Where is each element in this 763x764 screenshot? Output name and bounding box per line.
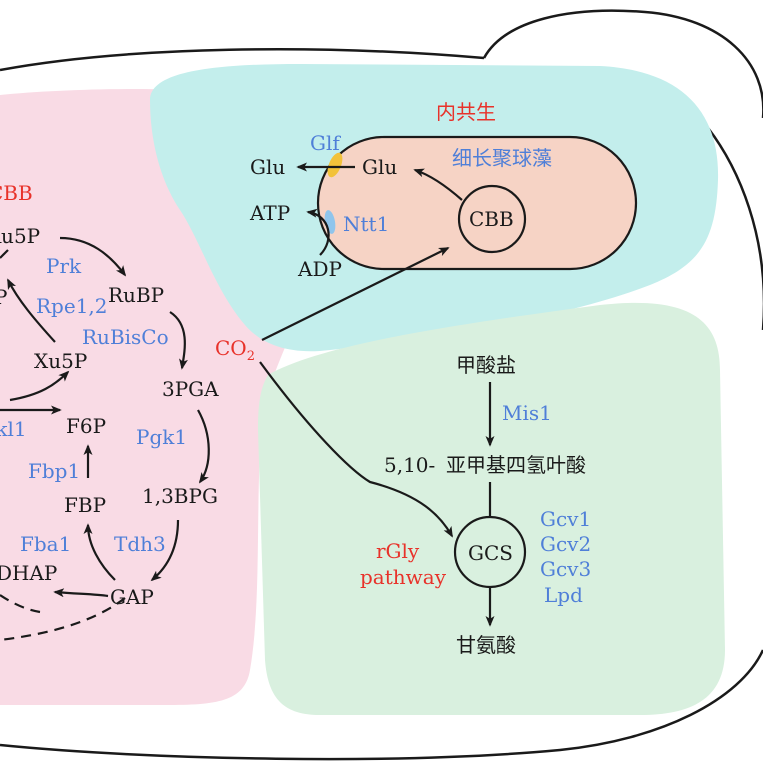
rubp-label: RuBP: [108, 283, 164, 307]
arrow-co2-gcs: [259, 361, 453, 538]
formate-label: 甲酸盐: [456, 353, 516, 377]
glu-outer-label: Glu: [250, 155, 285, 179]
pgk-label: Pgk1: [136, 425, 187, 449]
endosymbiont-cbb-label: CBB: [469, 207, 514, 231]
rubisco-label: RuBisCo: [82, 325, 169, 349]
synechococcus-label: 细长聚球藻: [452, 146, 552, 170]
atp-label: ATP: [249, 201, 290, 225]
tkl-label: Tkl1: [0, 417, 27, 441]
cbb-title: CBB: [0, 181, 33, 205]
f6p-label: F6P: [66, 414, 106, 438]
fbp-label: FBP: [64, 493, 106, 517]
co2-label: CO2: [215, 336, 255, 364]
synechococcus-cell: [316, 135, 638, 271]
dashed-gap-out: [0, 597, 126, 642]
rgly-pathway-line1: rGly: [376, 539, 420, 563]
gap-label: GAP: [110, 585, 154, 609]
ru5p-label: Ru5P: [0, 224, 40, 248]
prk-label: Prk: [46, 254, 82, 278]
lpd-label: Lpd: [544, 583, 583, 607]
adp-label: ADP: [297, 257, 342, 281]
xu5p-label: Xu5P: [34, 349, 87, 373]
arrow-to-xu5p: [9, 370, 70, 402]
dhap-label: DHAP: [0, 561, 57, 585]
rpe-label: Rpe1,2: [36, 294, 108, 318]
mthf-label: 亚甲基四氢叶酸: [446, 453, 586, 477]
arrow-gap-dhap: [53, 588, 109, 598]
mthf-prefix-label: 5,10-: [384, 453, 435, 477]
gcv1-label: Gcv1: [540, 507, 591, 531]
mis1-label: Mis1: [502, 401, 552, 425]
glf-label: Glf: [310, 131, 341, 155]
arrow-ru5p-rubp: [59, 236, 127, 277]
rgly-pathway-line2: pathway: [360, 565, 447, 589]
glycine-label: 甘氨酸: [456, 633, 516, 657]
arrow-xu5p-ru5p: [7, 278, 56, 343]
rgly-region: [258, 302, 725, 715]
arrow-adp-atp: [306, 208, 330, 256]
fba1-label: Fba1: [20, 532, 71, 556]
3pga-label: 3PGA: [162, 377, 219, 401]
arrow-co2-endosymbiont: [261, 247, 450, 341]
bud-membrane: [482, 9, 763, 118]
13bpg-label: 1,3BPG: [142, 484, 218, 508]
cell-membrane-bottom: [0, 649, 763, 761]
p-fragment-label: P: [0, 285, 7, 309]
arrow-gap-fbp: [83, 523, 116, 581]
tdh3-label: Tdh3: [114, 532, 166, 556]
glu-inner-label: Glu: [362, 155, 397, 179]
fbp1-label: Fbp1: [28, 459, 80, 483]
cell-membrane: [0, 48, 485, 72]
arrow-rubp-3pga: [169, 311, 188, 370]
ntt1-label: Ntt1: [343, 212, 389, 236]
endosymbiosis-title: 内共生: [436, 100, 496, 124]
arrow-3pga-13bpg: [197, 409, 210, 484]
gcv2-label: Gcv2: [540, 532, 591, 556]
gcv3-label: Gcv3: [540, 557, 591, 581]
endosymbiont-cbb-circle: [457, 184, 527, 254]
arrow-rpe-loop: [0, 249, 9, 259]
arrow-cbb-glu: [413, 168, 463, 201]
arrow-13bpg-gap: [150, 519, 180, 582]
glf-transporter: [327, 152, 343, 178]
dashed-dhap-out: [0, 594, 41, 614]
gcs-label: GCS: [468, 541, 513, 565]
